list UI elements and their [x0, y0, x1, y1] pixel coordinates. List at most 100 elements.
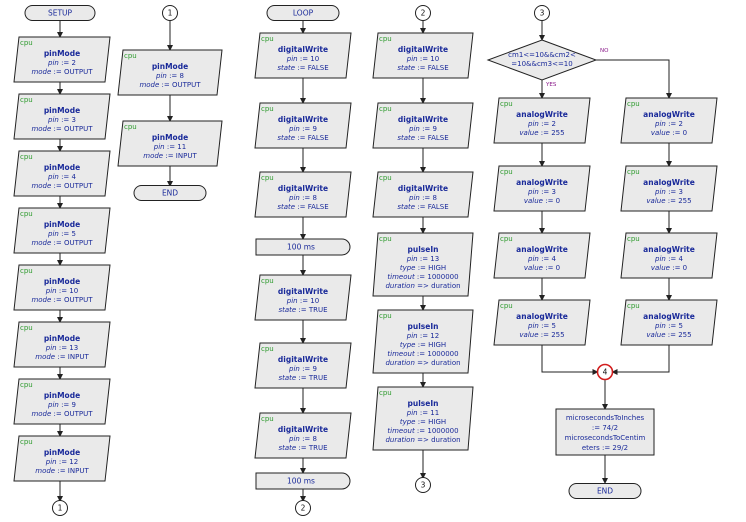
analogwrite-block-tag: cpu: [627, 235, 640, 243]
analogwrite-block-tag: cpu: [500, 168, 513, 176]
digitalwrite-block-arg-0: pin := 10: [406, 55, 439, 63]
pinmode-block-function: pinMode: [44, 163, 80, 172]
analogwrite-block-function: analogWrite: [516, 110, 568, 119]
calculation-line-3: eters := 29/2: [582, 444, 628, 452]
loop-terminal-label: LOOP: [293, 9, 314, 18]
pinmode-block-shape: [117, 49, 223, 96]
digitalwrite-block-shape: [372, 102, 474, 149]
digitalwrite-block-arg-1: state := FALSE: [277, 134, 328, 142]
digitalwrite-block-tag: cpu: [261, 345, 274, 353]
analogwrite-block-arg-0: pin := 4: [527, 255, 557, 263]
flow-arrow: [541, 345, 599, 375]
pulsein-block-shape: [372, 309, 474, 374]
digitalwrite-block-shape: [372, 32, 474, 79]
pinmode-block-arg-1: mode := OUTPUT: [31, 182, 93, 190]
pinmode-block-arg-0: pin := 11: [153, 143, 186, 151]
pulsein-block-arg-2: timeout := 1000000: [387, 427, 458, 435]
digitalwrite-block-function: digitalWrite: [278, 287, 328, 296]
pinmode-block-arg-0: pin := 2: [47, 59, 76, 67]
pinmode-block-tag: cpu: [20, 267, 33, 275]
analogwrite-block-arg-1: value := 255: [646, 197, 691, 205]
pinmode-block-shape: [13, 207, 111, 254]
analogwrite-block-function: analogWrite: [643, 110, 695, 119]
analogwrite-block-tag: cpu: [500, 100, 513, 108]
pinmode-block-arg-1: mode := INPUT: [35, 353, 89, 361]
analogwrite-block-function: analogWrite: [516, 178, 568, 187]
flow-arrow: [611, 345, 670, 375]
digitalwrite-block-tag: cpu: [261, 415, 274, 423]
pinmode-block-tag: cpu: [20, 438, 33, 446]
pinmode-block-shape: [13, 435, 111, 482]
digitalwrite-block-arg-0: pin := 9: [408, 125, 437, 133]
pinmode-block-arg-0: pin := 3: [47, 116, 76, 124]
decision-shape: [486, 39, 598, 81]
connector-3-out: 3: [415, 477, 431, 493]
pulsein-block-arg-1: type := HIGH: [400, 341, 446, 349]
pinmode-block-function: pinMode: [44, 391, 80, 400]
connector-1-out-circle: [52, 500, 68, 516]
pinmode-block-tag: cpu: [20, 39, 33, 47]
analogwrite-block-arg-0: pin := 4: [654, 255, 684, 263]
connector-2-in-circle: [415, 5, 431, 21]
loop-end-terminal-label: END: [597, 487, 613, 496]
digitalwrite-block-arg-0: pin := 8: [288, 194, 317, 202]
pinmode-block-shape: [13, 93, 111, 140]
analogwrite-block-shape: [493, 97, 591, 144]
decision-no-label: NO: [600, 48, 609, 54]
connector-3-in-circle: [534, 5, 550, 21]
pinmode-block-tag: cpu: [124, 123, 137, 131]
pinmode-block-function: pinMode: [44, 277, 80, 286]
connector-3-out-circle: [415, 477, 431, 493]
pulsein-block-arg-1: type := HIGH: [400, 418, 446, 426]
digitalwrite-block-arg-1: state := TRUE: [278, 444, 327, 452]
pinmode-block-function: pinMode: [44, 448, 80, 457]
decision-yes-label: YES: [545, 82, 557, 88]
digitalwrite-block-arg-1: state := FALSE: [397, 134, 448, 142]
connector-4-merge-circle: [596, 363, 614, 381]
setup-end-terminal-label: END: [162, 189, 178, 198]
pulsein-block-shape: [372, 386, 474, 451]
digitalwrite-block-tag: cpu: [261, 105, 274, 113]
digitalwrite-block-arg-0: pin := 10: [286, 55, 319, 63]
setup-end-terminal-shape: [133, 185, 207, 201]
pulsein-block-arg-0: pin := 12: [406, 332, 439, 340]
digitalwrite-block-tag: cpu: [261, 174, 274, 182]
pinmode-block-arg-0: pin := 4: [47, 173, 77, 181]
pulsein-block-arg-2: timeout := 1000000: [387, 273, 458, 281]
calculation-line-0: microsecondsToInches: [566, 414, 645, 422]
calculation-line-2: microsecondsToCentim: [565, 434, 646, 442]
analogwrite-block-arg-1: value := 0: [524, 197, 560, 205]
pinmode-block-arg-1: mode := OUTPUT: [31, 410, 93, 418]
pinmode-block-arg-0: pin := 8: [155, 72, 184, 80]
analogwrite-block-arg-0: pin := 2: [527, 120, 556, 128]
pinmode-block-function: pinMode: [44, 106, 80, 115]
connector-2-in-label: 2: [421, 9, 426, 18]
digitalwrite-block-shape: [254, 342, 352, 389]
pinmode-block-arg-1: mode := OUTPUT: [139, 81, 201, 89]
connector-2-out: 2: [295, 500, 311, 516]
loop-terminal: LOOP: [266, 5, 340, 21]
pinmode-block-shape: [13, 321, 111, 368]
decision-condition-2: =10&&cm3<=10: [511, 60, 572, 68]
delay-block: 100 ms: [255, 472, 351, 490]
digitalwrite-block-arg-0: pin := 10: [286, 297, 319, 305]
analogwrite-block-arg-1: value := 255: [646, 331, 691, 339]
digitalwrite-block-function: digitalWrite: [278, 184, 328, 193]
digitalwrite-block-function: digitalWrite: [278, 115, 328, 124]
digitalwrite-block-function: digitalWrite: [398, 45, 448, 54]
